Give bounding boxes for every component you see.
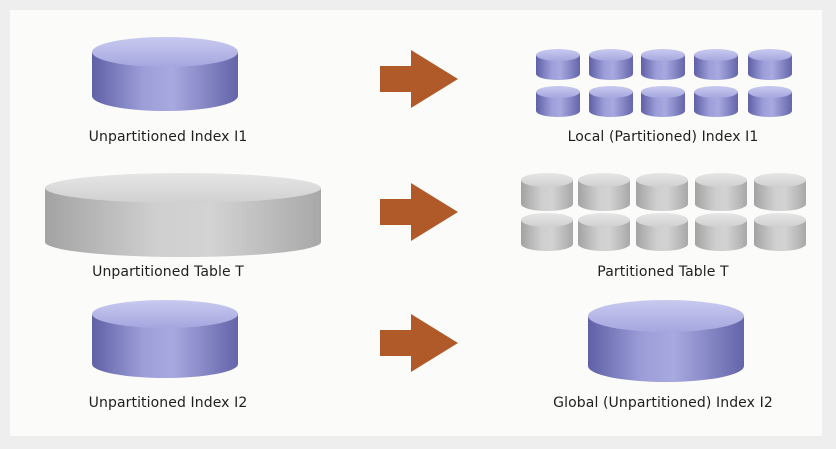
index-partition-cylinder — [748, 86, 792, 117]
arrow-right-icon — [380, 183, 458, 241]
index-partition-cylinder — [536, 49, 580, 80]
index-partition-cylinder — [641, 86, 685, 117]
table-partition-cylinder — [636, 213, 688, 251]
index-partition-cylinder — [536, 86, 580, 117]
table-partition-cylinder — [754, 173, 806, 211]
arrow-right-icon — [380, 50, 458, 108]
index-partition-cylinder — [748, 49, 792, 80]
target-label-partitioned-table-t: Partitioned Table T — [597, 264, 729, 280]
table-partition-cylinder — [754, 213, 806, 251]
table-partition-cylinder — [695, 213, 747, 251]
index-partition-cylinder — [589, 49, 633, 80]
index-partition-cylinder — [641, 49, 685, 80]
source-label-index-i1: Unpartitioned Index I1 — [88, 129, 248, 145]
table-partition-cylinder — [695, 173, 747, 211]
source-table-t-cylinder — [45, 173, 321, 257]
global-index-i2-cylinder — [588, 300, 744, 382]
local-index-i1-partitions — [536, 49, 792, 117]
table-partition-cylinder — [578, 213, 630, 251]
target-label-local-index-i1: Local (Partitioned) Index I1 — [567, 129, 759, 145]
source-index-i2-cylinder — [92, 300, 238, 378]
arrow-right-icon — [380, 314, 458, 372]
source-index-i1-cylinder — [92, 37, 238, 111]
table-partition-cylinder — [521, 213, 573, 251]
table-partition-cylinder — [521, 173, 573, 211]
index-partition-cylinder — [694, 49, 738, 80]
index-partition-cylinder — [589, 86, 633, 117]
source-label-index-i2: Unpartitioned Index I2 — [88, 395, 248, 411]
partitioned-table-t-partitions — [521, 173, 806, 251]
table-partition-cylinder — [578, 173, 630, 211]
target-label-global-index-i2: Global (Unpartitioned) Index I2 — [553, 395, 773, 411]
source-label-table-t: Unpartitioned Table T — [92, 264, 244, 280]
table-partition-cylinder — [636, 173, 688, 211]
index-partition-cylinder — [694, 86, 738, 117]
